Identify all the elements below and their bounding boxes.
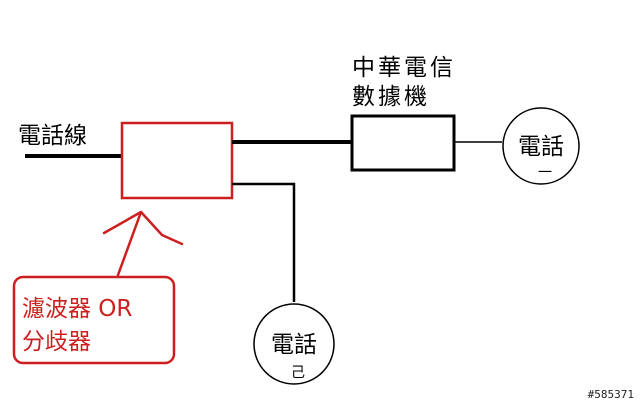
watermark-id: #585371 [588,388,634,401]
phone2: 電話 己 [253,303,335,385]
phone-line-label: 電話線 [18,123,87,149]
phone1-sub-label: 一 [538,165,552,181]
phone2-wire [232,182,296,302]
modem-box [350,114,456,172]
filter-callout-line2: 分歧器 [22,329,91,355]
phone1: 電話 一 [502,107,580,185]
filter-splitter-box [120,121,234,200]
phone1-label: 電話 [518,134,564,160]
phone2-circle [253,303,335,385]
phone2-label: 電話 [271,332,317,358]
modem-label-line1: 中華電信 [352,55,456,81]
callout-pointer-tick [102,210,143,235]
filter-callout-line1: 濾波器 OR [22,296,132,322]
modem-label-line2: 數據機 [352,84,430,110]
phone2-sub-label: 己 [291,365,305,381]
callout-pointer [116,210,184,277]
filter-callout-box [12,275,176,365]
phone1-circle [502,107,580,185]
